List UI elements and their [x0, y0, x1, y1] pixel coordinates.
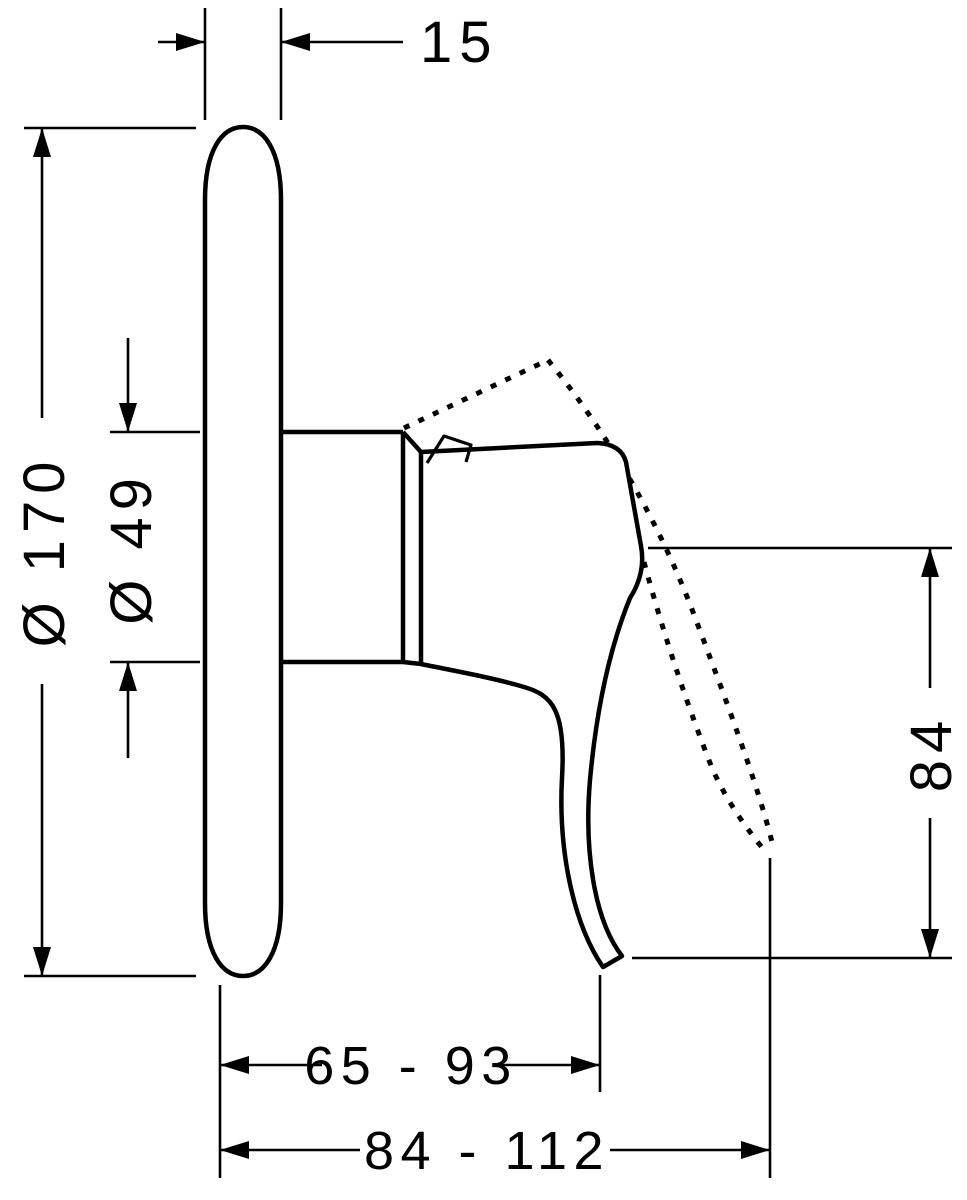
- sleeve-cone-lines: [401, 430, 423, 667]
- dashed-handle-top-edge: [402, 357, 550, 431]
- escutcheon-plate: [202, 124, 284, 979]
- arrowhead: [281, 33, 310, 51]
- arrowhead: [119, 662, 137, 691]
- dim-handle-height: 84: [632, 546, 964, 960]
- arrowhead: [176, 33, 205, 51]
- arrowhead: [741, 1141, 770, 1159]
- dim-label-handle-height: 84: [899, 714, 964, 792]
- arrowhead: [33, 947, 51, 976]
- dim-depth-range-total: 84 - 112: [220, 858, 772, 1181]
- handle-outline: [418, 440, 645, 970]
- sleeve: [281, 429, 423, 667]
- dim-label-depth-range-total: 84 - 112: [364, 1121, 610, 1181]
- arrowhead: [33, 128, 51, 157]
- arrowhead: [571, 1056, 600, 1074]
- handle-dashed-position: [402, 357, 775, 852]
- dim-label-sleeve-diameter: Ø 49: [99, 471, 164, 625]
- dim-label-plate-thickness: 15: [420, 10, 498, 75]
- handle: [418, 434, 645, 970]
- arrowhead: [119, 403, 137, 432]
- arrowhead: [220, 1056, 249, 1074]
- arrowhead: [220, 1141, 249, 1159]
- arrowhead: [921, 929, 939, 958]
- dim-sleeve-diameter: Ø 49: [99, 338, 200, 758]
- arrowhead: [921, 548, 939, 577]
- dashed-handle-inner-edge: [641, 561, 766, 852]
- dim-depth-range: 65 - 93: [218, 975, 602, 1178]
- dim-label-plate-diameter: Ø 170: [12, 455, 77, 648]
- dashed-handle-outer-edge: [546, 358, 775, 843]
- handle-base-cap: [425, 434, 473, 464]
- dim-plate-diameter: Ø 170: [12, 126, 196, 978]
- dim-label-depth-range: 65 - 93: [304, 1036, 517, 1096]
- dim-plate-thickness: 15: [158, 8, 498, 120]
- escutcheon-plate-outline: [202, 124, 284, 979]
